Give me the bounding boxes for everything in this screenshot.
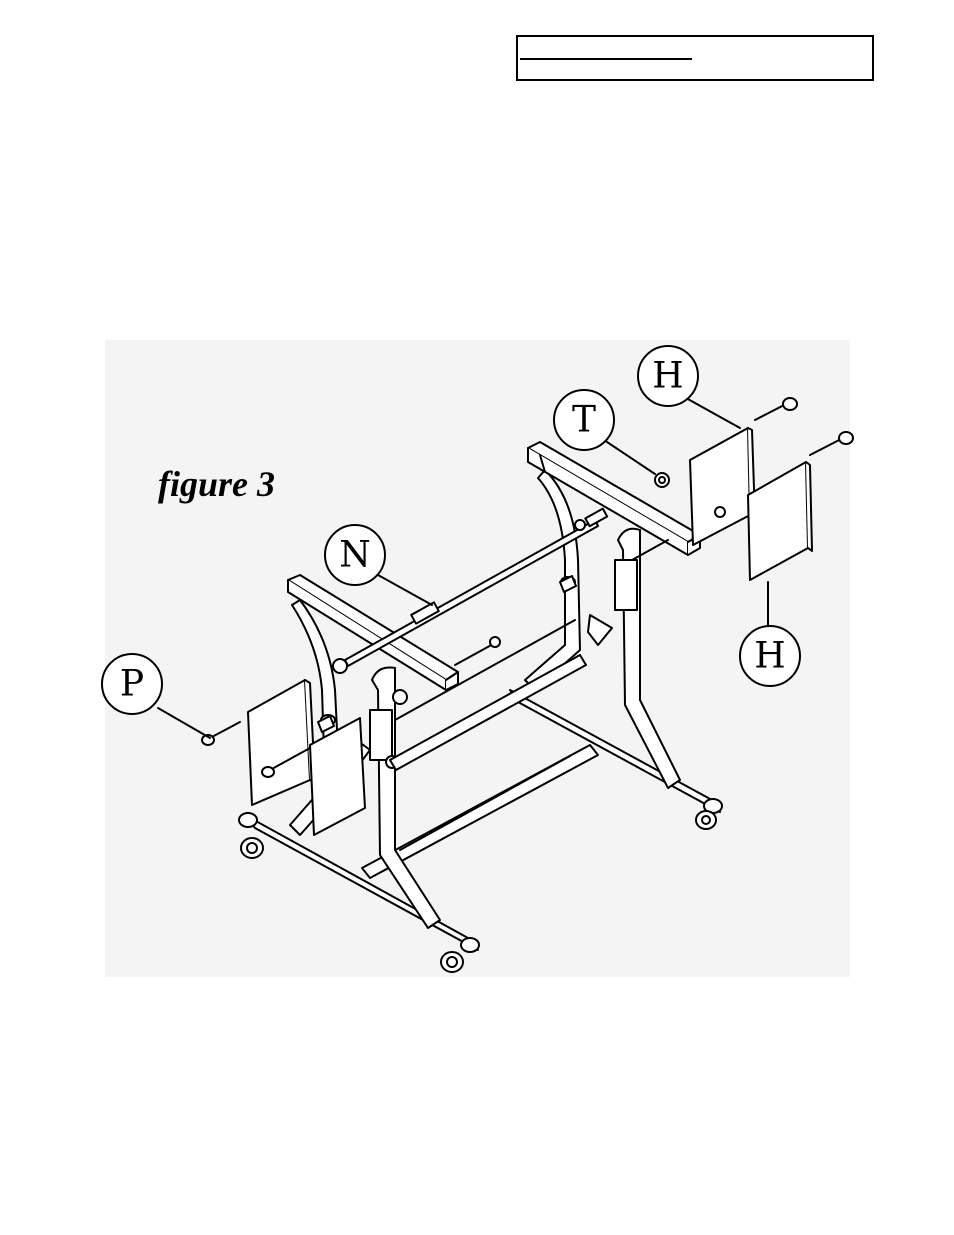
- bolt-right-side: [810, 432, 853, 455]
- leader-lines: [158, 398, 768, 738]
- side-plate-left-inner: [310, 718, 365, 835]
- base-back-rail: [510, 690, 722, 813]
- washer-t: [655, 473, 669, 487]
- caster-front-right: [441, 952, 463, 972]
- leader-p: [158, 708, 210, 738]
- bolt-left-mid: [455, 637, 500, 665]
- side-plate-left: [248, 680, 315, 805]
- callout-h-right: H: [740, 626, 800, 686]
- plate-h-right: [748, 462, 812, 580]
- bolt-right-top: [755, 398, 797, 420]
- bolt-p: [202, 722, 240, 745]
- caster-back-right: [696, 811, 716, 829]
- svg-text:N: N: [339, 535, 371, 576]
- plate-h-top: [690, 428, 755, 545]
- callout-n: N: [325, 525, 385, 585]
- leader-h-top: [686, 398, 740, 428]
- svg-text:H: H: [652, 356, 683, 397]
- callout-t: T: [554, 390, 614, 450]
- caster-front-left: [241, 838, 263, 858]
- middle-brace: [390, 620, 586, 770]
- svg-text:T: T: [572, 400, 596, 441]
- leader-n: [378, 575, 432, 605]
- callout-p: P: [102, 654, 162, 714]
- svg-text:P: P: [120, 664, 144, 705]
- leader-t: [604, 440, 655, 474]
- callout-h-top: H: [638, 346, 698, 406]
- svg-text:H: H: [754, 636, 785, 677]
